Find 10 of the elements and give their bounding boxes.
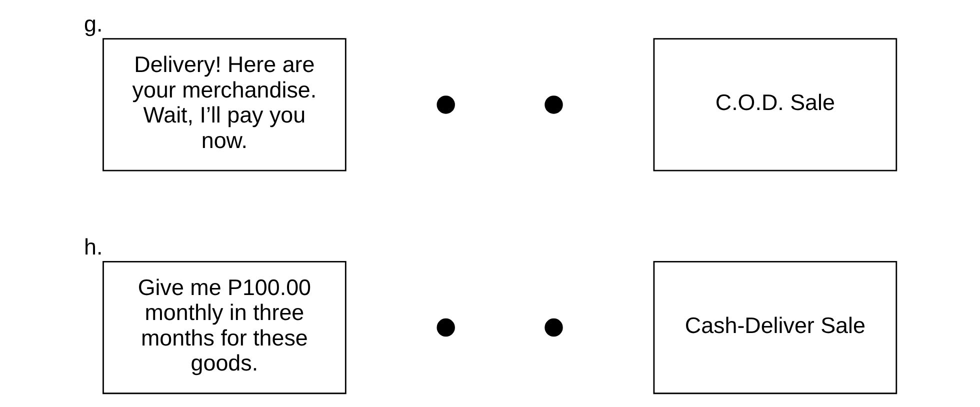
node-box: C.O.D. Sale [653,38,898,172]
node-box: Delivery! Here are your merchandise. Wait, I’ll pay you now. [102,38,346,172]
node-circle [436,96,455,114]
node-label: h. [84,234,103,260]
node-box: Cash-Deliver Sale [653,260,898,394]
node-circle [544,318,563,337]
node-circle [436,318,455,337]
node-box: Give me P100.00 monthly in three months for these goods. [102,260,346,394]
node-circle [544,96,563,114]
node-label: g. [84,12,103,37]
